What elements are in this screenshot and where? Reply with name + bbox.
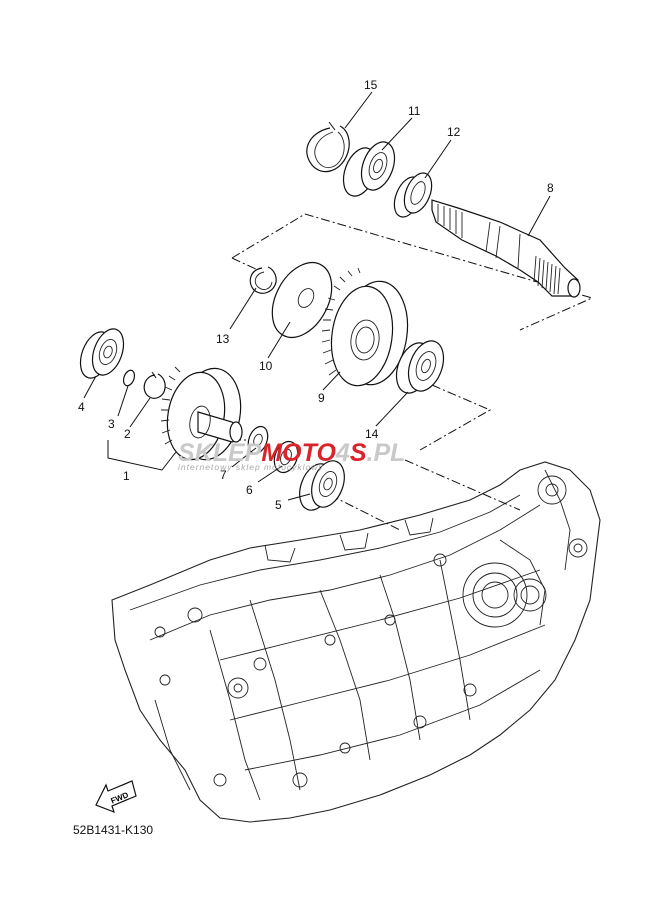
watermark-text-3: 4	[335, 439, 350, 467]
part-7-washer	[247, 425, 269, 455]
callout-7: 7	[220, 468, 227, 482]
callout-6: 6	[246, 483, 253, 497]
watermark-text-4: S	[350, 439, 367, 467]
diagram-code: 52B1431-K130	[73, 823, 153, 837]
part-2-circlip	[143, 371, 166, 399]
watermark-text-2: MOTO	[261, 439, 336, 467]
part-15-circlip	[306, 121, 350, 173]
crankcase-housing	[111, 461, 601, 823]
callout-5: 5	[275, 498, 282, 512]
part-12-oil-seal	[393, 172, 433, 218]
part-1-gear-assembly	[160, 366, 243, 461]
callout-14: 14	[365, 427, 379, 441]
callout-labels: 1 2 3 4 5 6 7 8 9 10 11 12 13 14 15	[78, 78, 554, 512]
part-14-bearing	[395, 340, 445, 394]
callout-1: 1	[123, 469, 130, 483]
part-13-circlip	[249, 266, 277, 294]
callout-11: 11	[408, 104, 421, 118]
part-9-gear	[321, 267, 409, 387]
part-6-washer	[273, 440, 299, 474]
callout-4: 4	[78, 400, 85, 414]
part-11-bearing	[342, 141, 396, 197]
watermark-text-5: .PL	[367, 439, 406, 467]
watermark-text-1: SKLEP	[178, 439, 262, 467]
callout-15: 15	[364, 78, 378, 92]
part-10-washer	[271, 262, 333, 338]
callout-3: 3	[108, 417, 115, 431]
part-3-oring	[122, 369, 136, 387]
leader-lines	[83, 91, 551, 501]
callout-2: 2	[124, 427, 131, 441]
svg-text:SKLEPMOTO4S.PL: SKLEPMOTO4S.PL	[178, 439, 405, 467]
callout-9: 9	[318, 391, 325, 405]
part-8-axle-shaft	[431, 199, 581, 298]
callout-13: 13	[216, 332, 230, 346]
part-4-bearing	[79, 328, 125, 379]
watermark-tagline: internetowy sklep motocyklowy	[178, 462, 324, 472]
callout-12: 12	[447, 125, 461, 139]
watermark: SKLEPMOTO4S.PL internetowy sklep motocyk…	[178, 439, 405, 472]
callout-10: 10	[259, 359, 273, 373]
fwd-arrow-icon: FWD	[95, 780, 137, 814]
callout-8: 8	[547, 181, 554, 195]
part-5-bearing	[299, 460, 345, 511]
